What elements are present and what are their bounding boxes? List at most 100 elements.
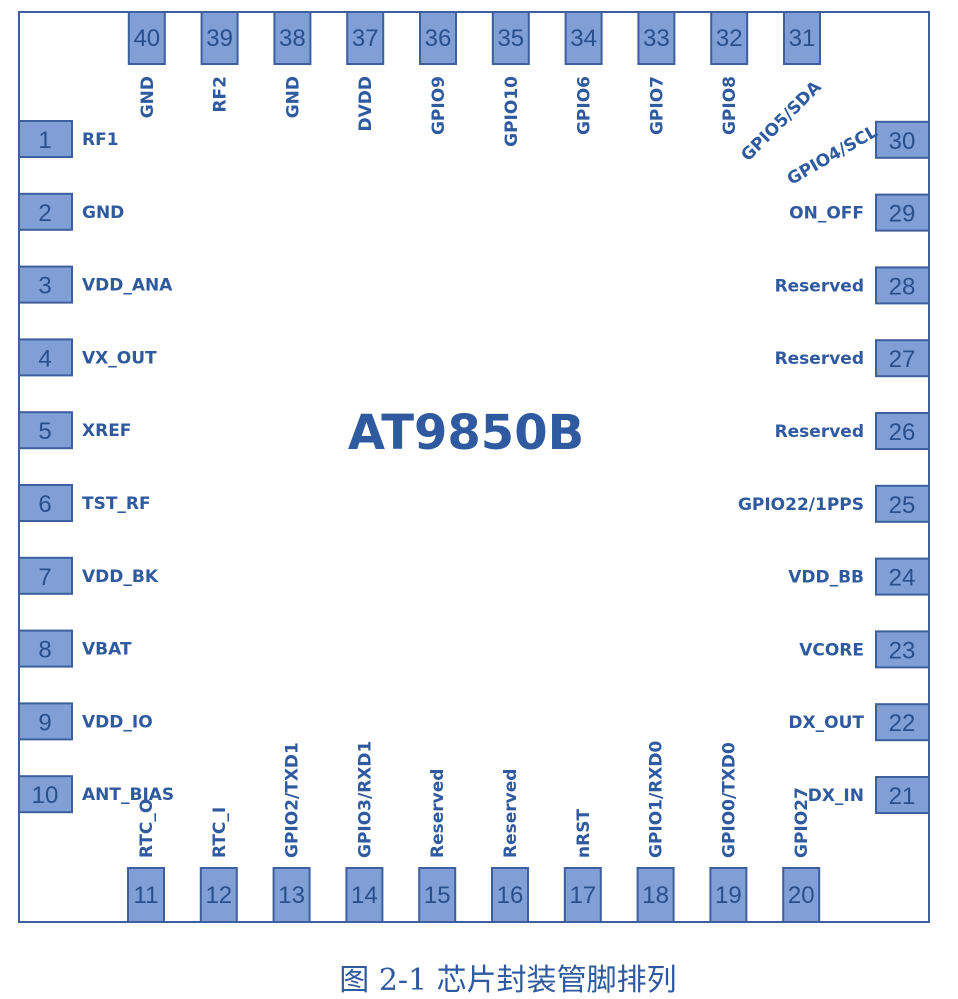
- pin-label-gpio22-1pps: GPIO22/1PPS: [738, 495, 864, 515]
- pin-label-gpio27: GPIO27: [792, 787, 812, 858]
- pin-1-pad: [18, 120, 73, 158]
- pin-number: 22: [889, 710, 916, 737]
- pin-number: 35: [497, 25, 524, 52]
- pin-number: 14: [351, 882, 378, 909]
- pin-2-pad: [18, 192, 73, 231]
- pin-label-reserved: Reserved: [775, 422, 864, 442]
- figure-caption: 图 2-1 芯片封装管脚排列: [339, 963, 676, 998]
- pin-label-gpio9: GPIO9: [429, 76, 449, 135]
- pin-27-pad: [875, 339, 930, 378]
- pin-label-vdd-ana: VDD_ANA: [82, 276, 173, 296]
- pin-number: 21: [889, 783, 916, 810]
- pin-38-pad: [273, 11, 312, 65]
- pin-3-pad: [18, 265, 73, 304]
- pin-label-dx-in: DX_IN: [808, 786, 864, 806]
- pin-3: 3 VDD_ANA: [18, 265, 173, 304]
- pin-number: 28: [889, 273, 916, 300]
- pin-number: 3: [38, 273, 51, 300]
- pin-label-gpio2-txd1: GPIO2/TXD1: [283, 742, 303, 858]
- pin-label-tst-rf: TST_RF: [82, 494, 151, 514]
- pin-6: 6 TST_RF: [18, 484, 151, 522]
- pin-label-reserved: Reserved: [775, 349, 864, 369]
- pin-number: 23: [889, 637, 916, 664]
- pin-11-pad: [127, 867, 165, 923]
- pin-14: 14 GPIO3/RXD1: [345, 741, 384, 923]
- pin-18-pad: [636, 867, 675, 923]
- pin-number: 25: [889, 492, 916, 519]
- pin-13: 13 GPIO2/TXD1: [272, 742, 311, 923]
- pin-number: 29: [889, 201, 916, 228]
- pin-16-pad: [491, 867, 529, 923]
- pin-label-gnd: GND: [138, 76, 158, 118]
- pin-number: 2: [38, 200, 51, 227]
- pin-number: 13: [278, 882, 305, 909]
- pin-30-pad: [875, 120, 930, 159]
- pin-label-vbat: VBAT: [82, 640, 132, 660]
- pin-number: 30: [889, 128, 916, 155]
- pin-label-gnd: GND: [82, 203, 124, 223]
- pin-number: 6: [38, 491, 51, 518]
- pin-number: 33: [643, 25, 670, 52]
- pin-label-dx-out: DX_OUT: [788, 713, 864, 733]
- pin-21: 21 DX_IN: [808, 776, 930, 814]
- pin-22: 22 DX_OUT: [788, 703, 930, 742]
- pin-label-vdd-bk: VDD_BK: [82, 567, 159, 587]
- pin-number: 4: [38, 345, 51, 372]
- pin-number: 40: [133, 25, 160, 52]
- pin-23: 23 VCORE: [799, 630, 930, 669]
- pin-number: 17: [569, 882, 596, 909]
- pin-13-pad: [272, 867, 311, 923]
- pin-23-pad: [875, 630, 930, 669]
- pin-label-ant-bias: ANT_BIAS: [82, 785, 174, 805]
- pin-36-pad: [419, 11, 457, 65]
- pin-label-on-off: ON_OFF: [789, 204, 864, 224]
- pin-number: 26: [889, 419, 916, 446]
- pin-40-pad: [127, 11, 166, 65]
- pin-9-pad: [18, 702, 73, 741]
- pin-label-gpio1-rxd0: GPIO1/RXD0: [647, 740, 667, 858]
- pin-label-nrst: nRST: [574, 809, 594, 858]
- pin-number: 12: [205, 882, 232, 909]
- pin-label-reserved: Reserved: [428, 769, 448, 858]
- pin-24-pad: [875, 557, 930, 596]
- pin-label-vcore: VCORE: [799, 640, 864, 660]
- pin-14-pad: [345, 867, 384, 923]
- pin-number: 11: [134, 882, 159, 909]
- pin-20-pad: [782, 867, 821, 923]
- pin-number: 8: [38, 637, 51, 664]
- pin-35-pad: [491, 11, 530, 65]
- pin-1: 1 RF1: [18, 120, 119, 158]
- pin-label-rtc-o: RTC_O: [137, 799, 157, 858]
- pin-11: 11 RTC_O: [127, 799, 165, 923]
- pin-29-pad: [875, 193, 930, 232]
- pin-28: 28 Reserved: [775, 266, 930, 305]
- pin-label-vdd-bb: VDD_BB: [788, 568, 864, 588]
- pin-37-pad: [346, 11, 385, 65]
- pin-17-pad: [563, 867, 602, 923]
- pin-label-gpio8: GPIO8: [720, 76, 740, 135]
- pin-number: 36: [425, 25, 452, 52]
- pin-number: 1: [38, 127, 51, 154]
- pin-label-rf1: RF1: [82, 130, 119, 150]
- pin-label-vdd-io: VDD_IO: [82, 712, 153, 732]
- pin-25-pad: [875, 484, 930, 523]
- pin-8: 8 VBAT: [18, 629, 132, 668]
- pin-number: 37: [352, 25, 379, 52]
- pin-label-gpio3-rxd1: GPIO3/RXD1: [355, 741, 375, 858]
- pin-label-reserved: Reserved: [775, 276, 864, 296]
- pin-label-vx-out: VX_OUT: [82, 348, 157, 368]
- pin-4: 4 VX_OUT: [18, 338, 157, 377]
- pin-number: 7: [38, 564, 51, 591]
